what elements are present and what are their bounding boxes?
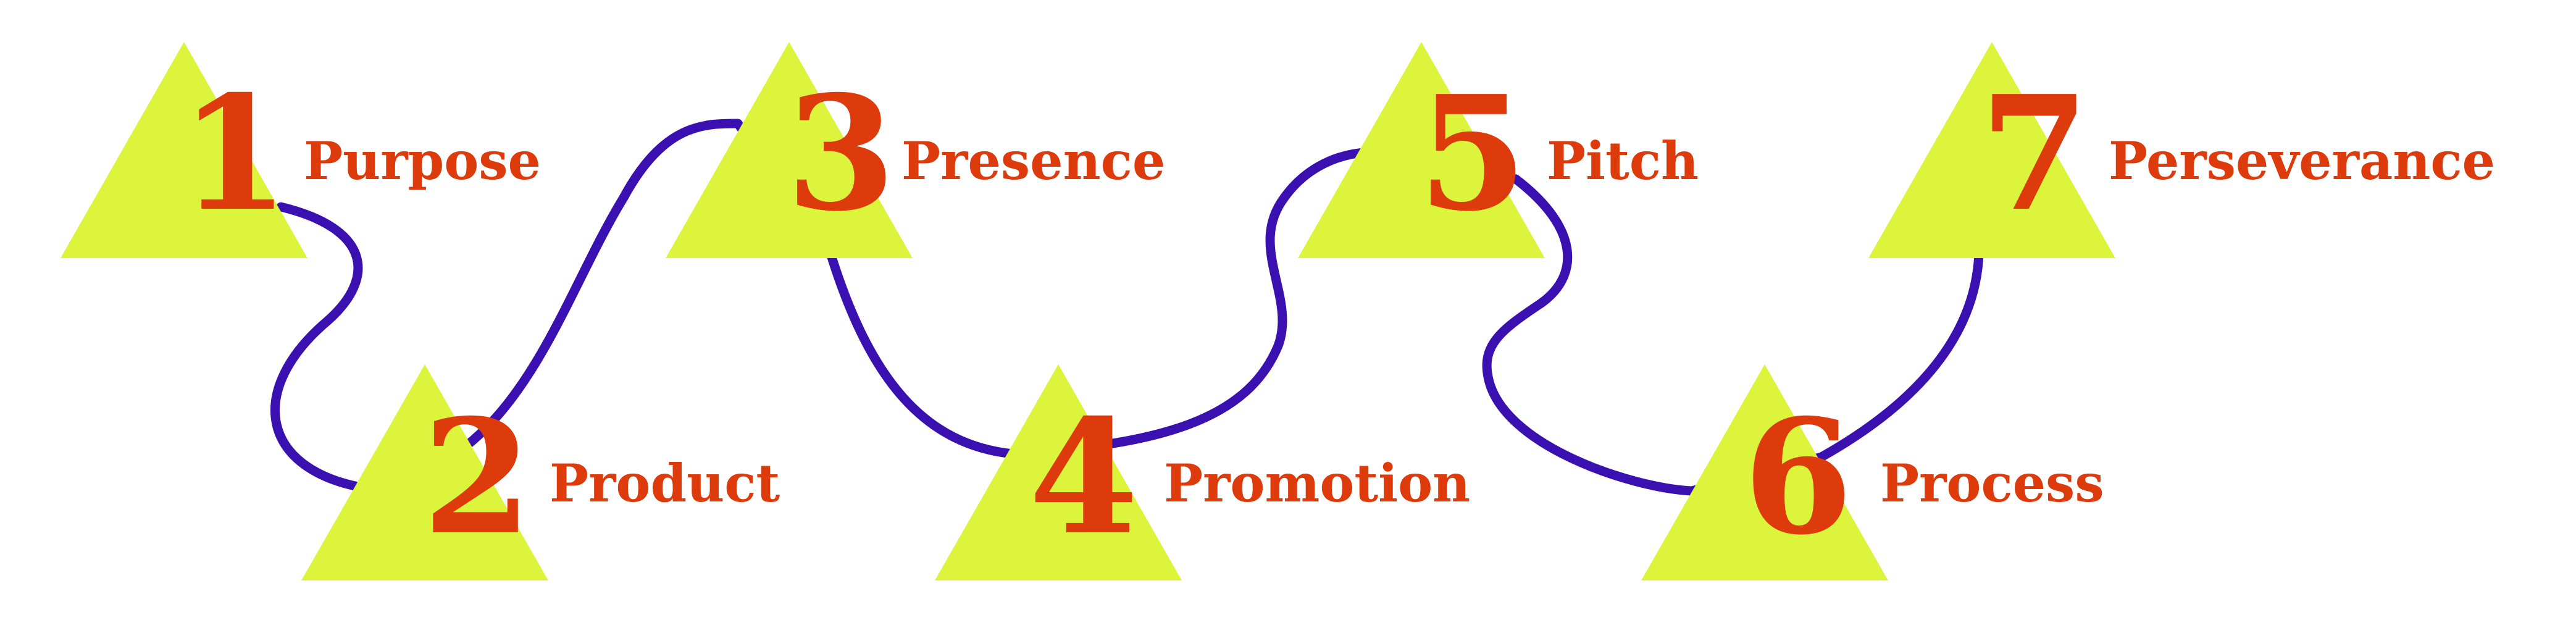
- step-5: 5 Pitch: [1298, 42, 1699, 258]
- step-4-number: 4: [1029, 385, 1138, 570]
- step-6-number: 6: [1743, 385, 1852, 570]
- step-4-label: Promotion: [1164, 453, 1470, 514]
- step-1-number: 1: [180, 62, 289, 246]
- step-6-triangle: [1641, 364, 1888, 580]
- step-1: 1 Purpose: [61, 42, 541, 258]
- step-7: 7 Perseverance: [1868, 42, 2495, 258]
- step-2: 2 Product: [301, 364, 780, 580]
- step-2-label: Product: [550, 453, 780, 514]
- step-7-label: Perseverance: [2109, 130, 2495, 191]
- step-2-triangle: [301, 364, 548, 580]
- step-4: 4 Promotion: [935, 364, 1470, 580]
- step-1-label: Purpose: [304, 130, 541, 191]
- step-6-label: Process: [1880, 453, 2104, 514]
- step-3: 3 Presence: [666, 42, 1165, 258]
- step-4-triangle: [935, 364, 1182, 580]
- step-3-number: 3: [786, 62, 895, 246]
- step-5-number: 5: [1418, 62, 1527, 246]
- step-5-label: Pitch: [1547, 130, 1699, 191]
- step-5-triangle: [1298, 42, 1545, 258]
- step-3-label: Presence: [901, 130, 1165, 191]
- step-7-triangle: [1868, 42, 2115, 258]
- step-1-triangle: [61, 42, 307, 258]
- step-6: 6 Process: [1641, 364, 2104, 580]
- step-3-triangle: [666, 42, 913, 258]
- step-2-number: 2: [422, 385, 532, 570]
- step-7-number: 7: [1980, 62, 2089, 246]
